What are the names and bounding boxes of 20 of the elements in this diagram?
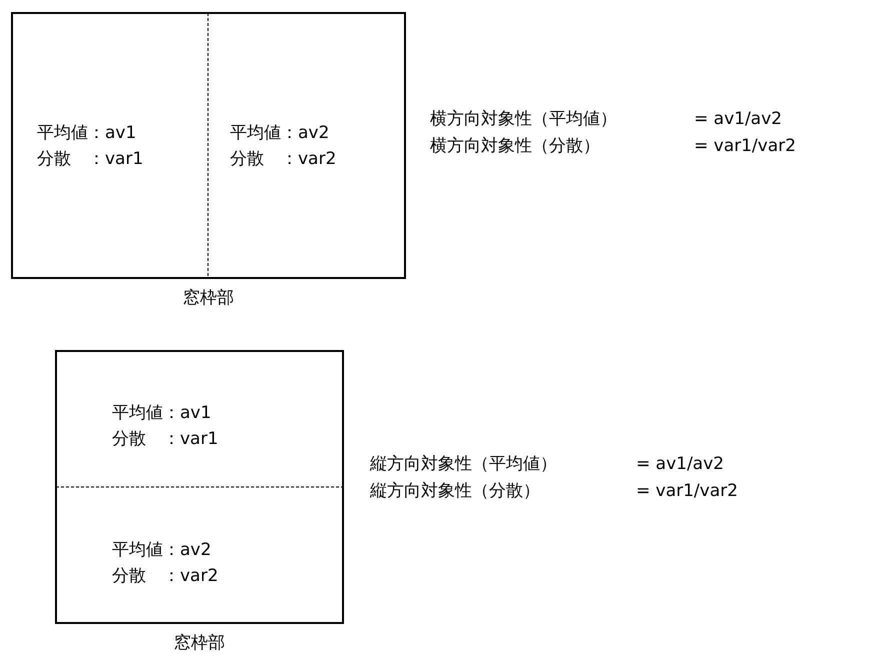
formula-text: = av1/av2 xyxy=(636,453,724,476)
formula-text: = av1/av2 xyxy=(694,108,782,131)
formula-text: = var1/var2 xyxy=(636,480,738,503)
statistic-text: 分散 ：var1 xyxy=(37,148,144,171)
formula-text: 横方向対象性（平均値） xyxy=(430,108,617,131)
statistic-text: 分散 ：var2 xyxy=(230,148,336,171)
statistic-text: 平均値：av1 xyxy=(112,402,212,425)
node-label: 窓枠部 xyxy=(182,287,235,310)
formula-text: 横方向対象性（分散） xyxy=(430,135,600,158)
formula-text: 縦方向対象性（分散） xyxy=(370,480,540,503)
node-label: 窓枠部 xyxy=(173,632,226,655)
statistic-text: 分散 ：var2 xyxy=(112,565,218,588)
statistic-text: 平均値：av2 xyxy=(230,122,330,145)
formula-text: = var1/var2 xyxy=(694,135,796,158)
window-frame-box xyxy=(55,350,344,624)
statistic-text: 平均値：av2 xyxy=(112,539,212,562)
formula-text: 縦方向対象性（平均値） xyxy=(370,453,557,476)
statistic-text: 平均値：av1 xyxy=(37,122,138,145)
window-frame-box xyxy=(11,12,406,279)
statistic-text: 分散 ：var1 xyxy=(112,428,218,451)
